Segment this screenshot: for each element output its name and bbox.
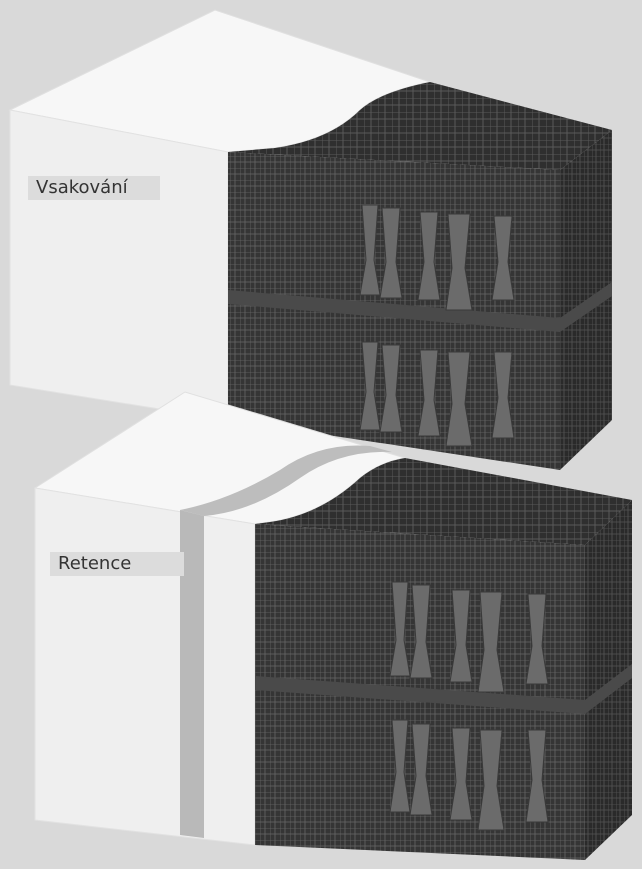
bottom-block — [33, 391, 632, 860]
bottom-block-liner-top — [180, 445, 392, 516]
bottom-block-columns — [389, 581, 549, 831]
bottom-block-layer-band — [255, 664, 632, 714]
bottom-block-front-face — [34, 487, 256, 846]
bottom-block-module-side — [585, 500, 632, 860]
top-block-front-face — [9, 109, 229, 421]
top-block-layer-band — [228, 282, 612, 332]
top-block-module-top — [228, 82, 612, 170]
top-block-columns — [359, 204, 515, 447]
bottom-block-liner-front — [180, 510, 204, 838]
retence-label-text: Retence — [58, 553, 132, 574]
vsakovani-label-text: Vsakování — [36, 177, 128, 198]
top-block — [8, 9, 612, 470]
vsakovani-label: Vsakování — [28, 176, 160, 200]
retence-label: Retence — [50, 552, 184, 576]
bottom-block-module-top — [255, 458, 632, 545]
